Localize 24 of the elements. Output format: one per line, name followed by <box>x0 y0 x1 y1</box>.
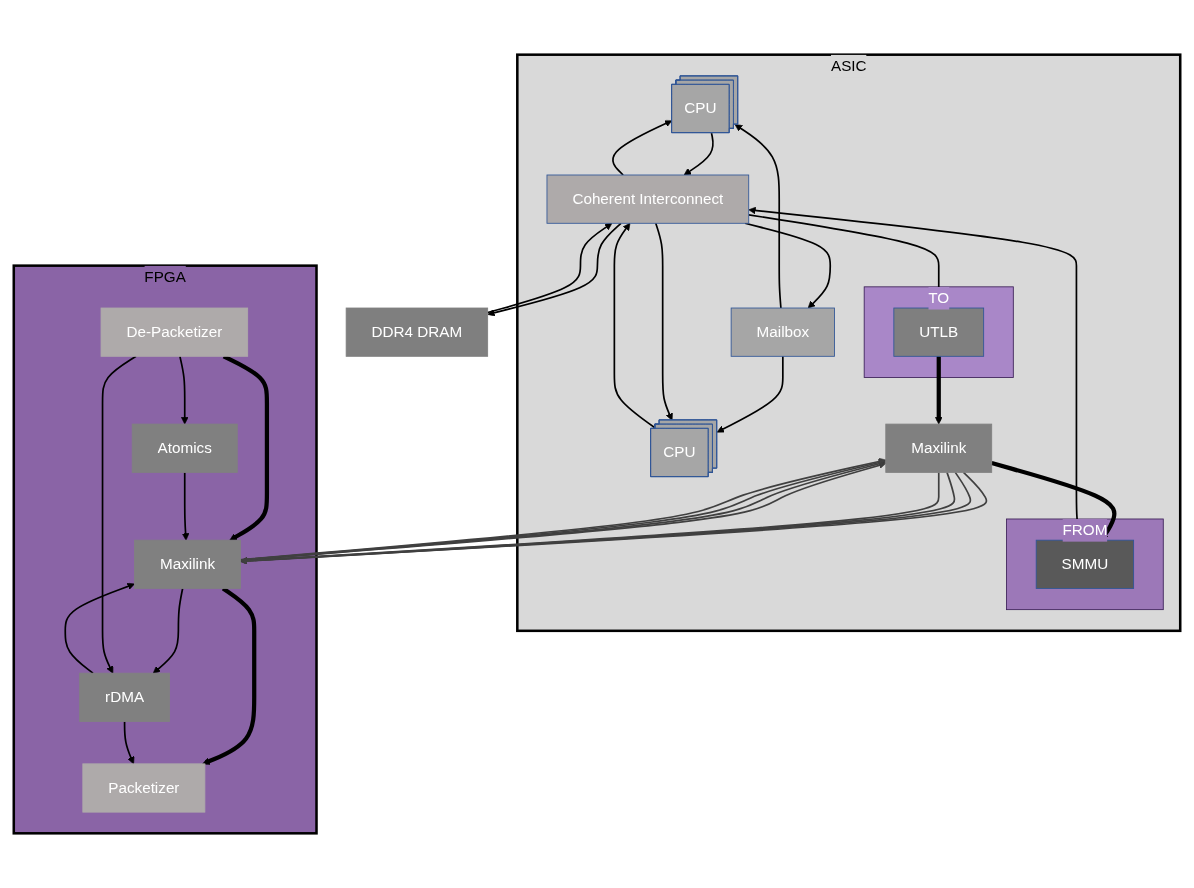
node-box: De-Packetizer <box>100 307 249 357</box>
node-box: rDMA <box>79 672 170 722</box>
node-box: Mailbox <box>730 307 835 357</box>
arrow <box>181 471 190 541</box>
arrow <box>612 120 673 176</box>
arrow <box>123 720 135 765</box>
arrow <box>734 124 782 309</box>
node-box: DDR4 DRAM <box>345 307 489 357</box>
arrow <box>64 582 135 675</box>
node-box: Packetizer <box>82 763 206 813</box>
arrow <box>683 132 714 176</box>
arrow <box>716 355 784 433</box>
node-box: Coherent Interconnect <box>546 174 750 224</box>
arrow <box>152 587 184 674</box>
node-box: Maxilink <box>134 539 241 589</box>
node-box: Atomics <box>131 423 238 473</box>
arrow <box>613 222 657 429</box>
node-box: Maxilink <box>885 423 993 473</box>
node-box: UTLB <box>893 307 985 357</box>
arrow <box>654 222 673 421</box>
arrow <box>179 355 189 425</box>
arrow <box>101 355 137 674</box>
arrow <box>935 356 943 425</box>
node-box: SMMU <box>1035 539 1135 589</box>
